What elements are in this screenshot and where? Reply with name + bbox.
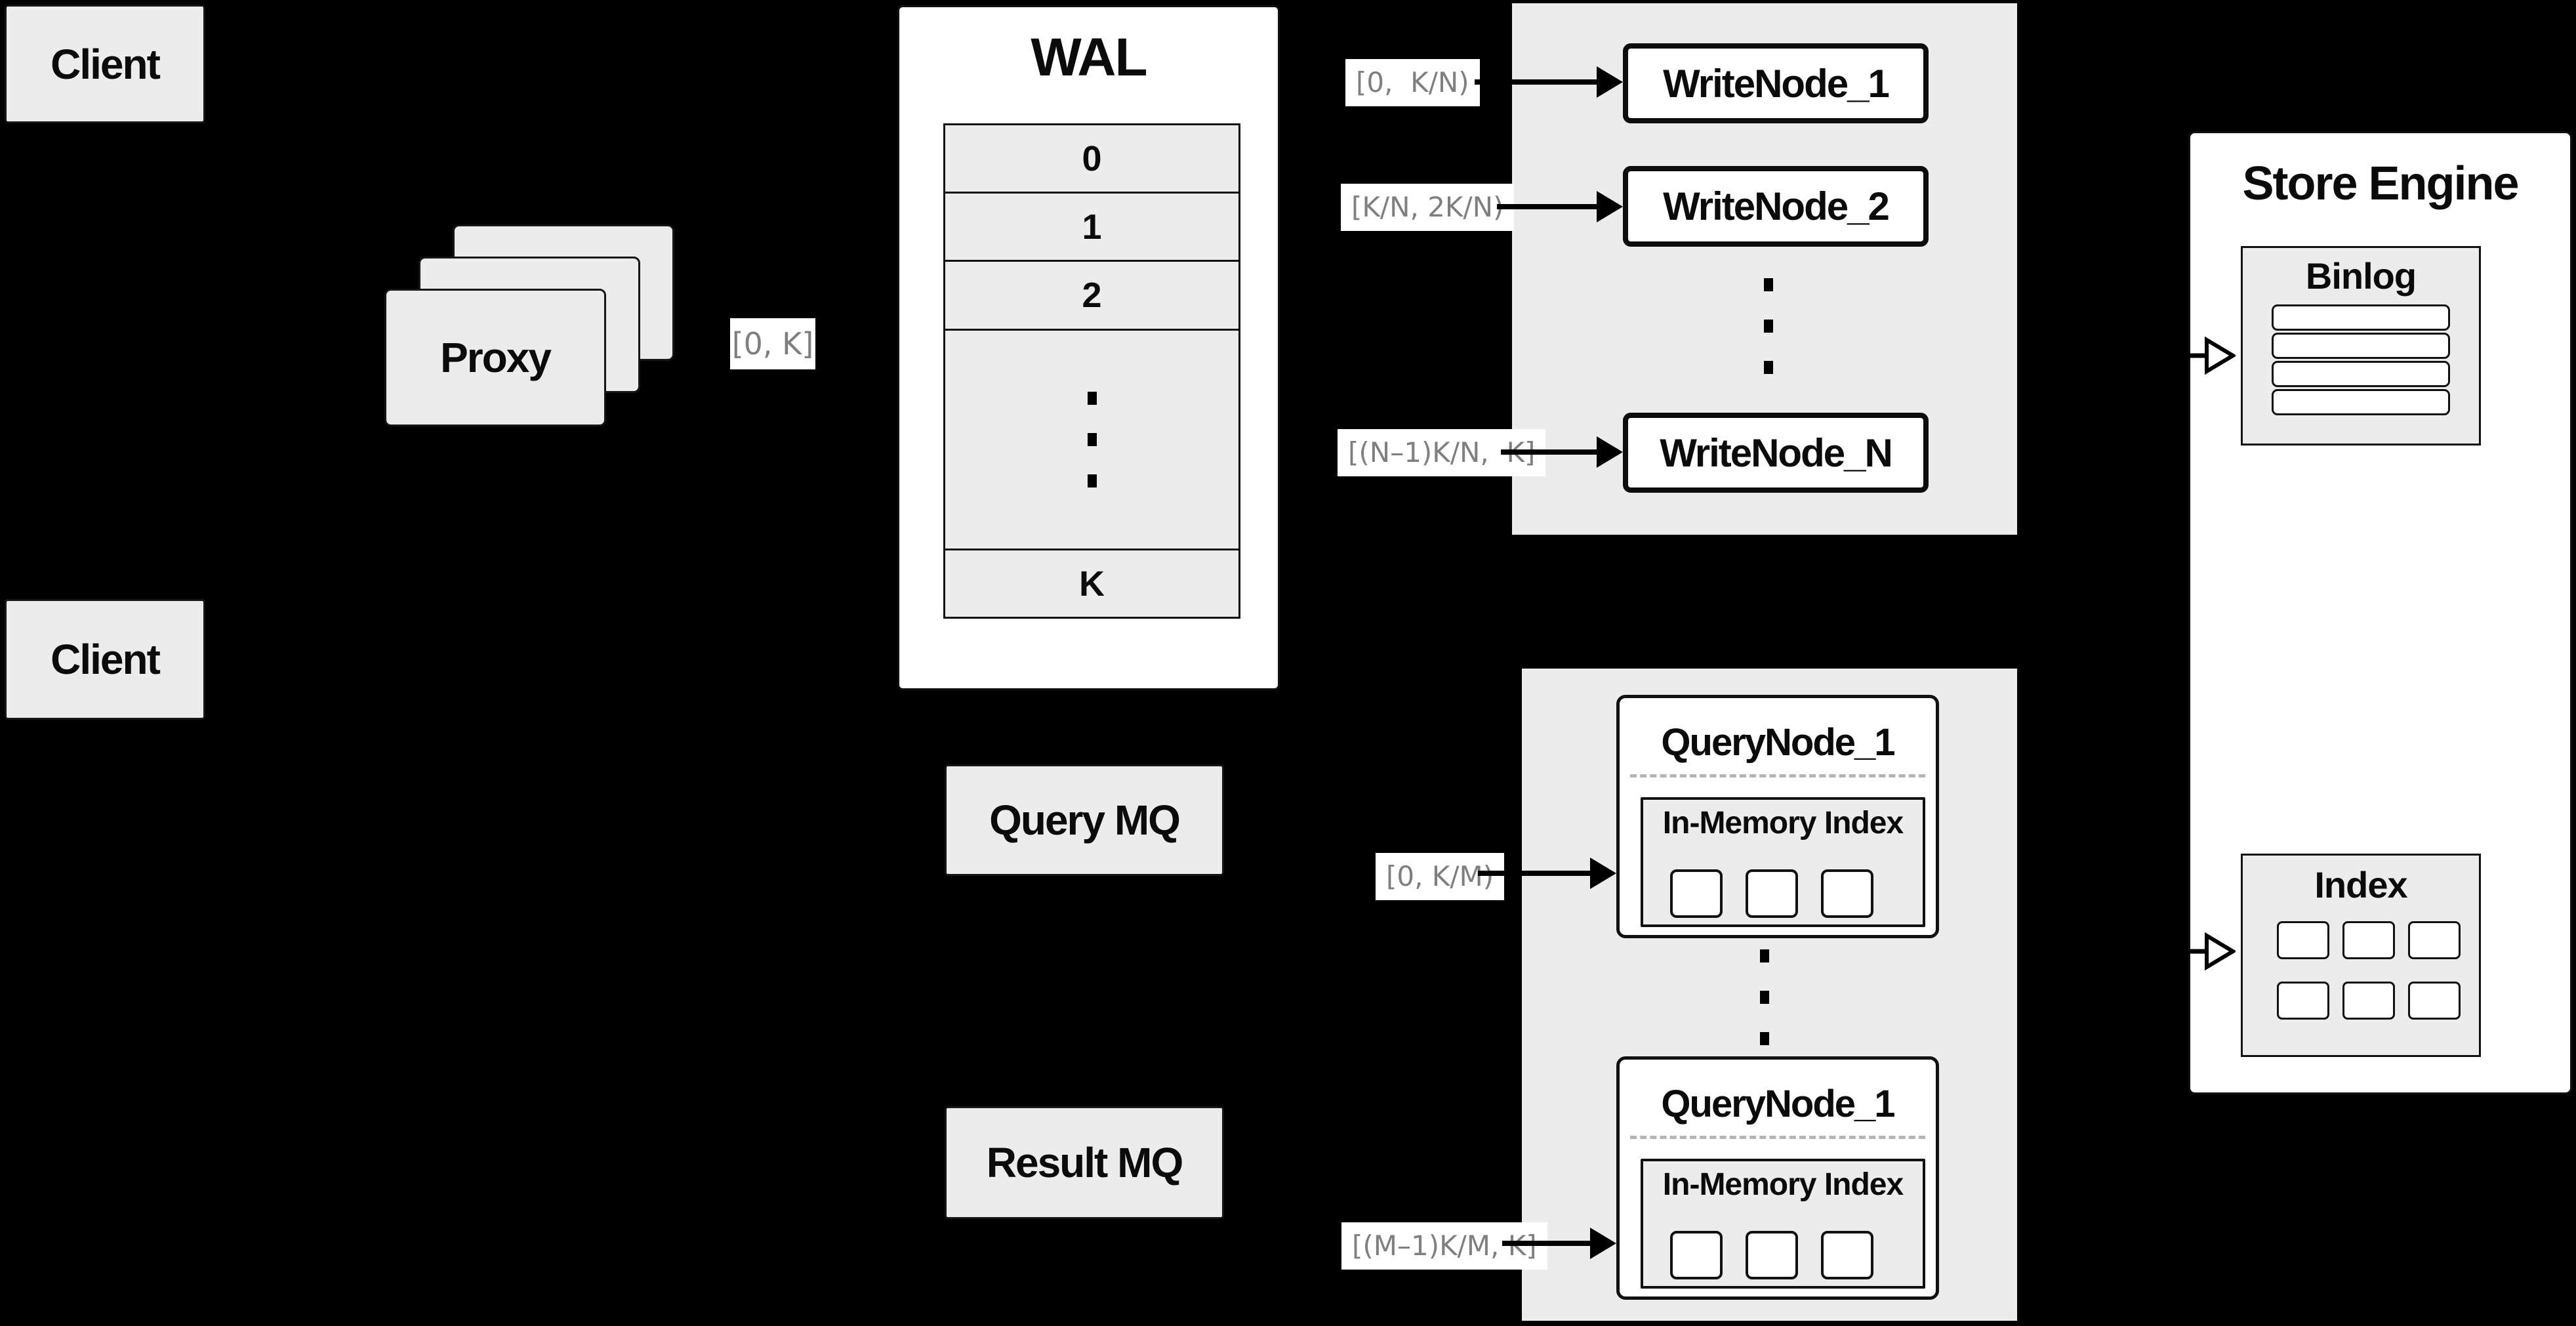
query-node-1-divider — [1630, 774, 1925, 777]
store-engine-title: Store Engine — [2242, 157, 2519, 210]
binlog-box: Binlog — [2241, 246, 2481, 445]
write-node-1-label: WriteNode_1 — [1663, 61, 1890, 106]
binlog-row — [2272, 333, 2450, 359]
query-mq-box: Query MQ — [945, 764, 1224, 876]
in-memory-index-box: In-Memory Index — [1641, 797, 1925, 927]
arrow-to-index-icon — [2153, 932, 2236, 971]
wal-segment-table: 0 1 2 K — [943, 123, 1240, 619]
proxy-range-label: [0, K] — [730, 318, 815, 369]
index-box: Index — [2241, 854, 2481, 1057]
write-node-2: WriteNode_2 — [1623, 166, 1929, 247]
write-ellipsis-dots-icon — [1764, 278, 1773, 374]
write-range-label-1: [0, K/N) — [1345, 59, 1480, 106]
binlog-row — [2272, 389, 2450, 415]
write-node-1: WriteNode_1 — [1623, 43, 1929, 123]
write-node-n: WriteNode_N — [1623, 413, 1929, 493]
write-node-2-label: WriteNode_2 — [1663, 184, 1890, 228]
query-mq-label: Query MQ — [989, 797, 1181, 844]
query-ellipsis-dots-icon — [1760, 949, 1769, 1045]
in-memory-index-title: In-Memory Index — [1662, 806, 1904, 840]
client-box-top: Client — [5, 5, 205, 123]
index-cell — [2277, 921, 2329, 959]
query-node-2-title: QueryNode_1 — [1661, 1083, 1895, 1125]
wal-ellipsis-row — [943, 329, 1240, 550]
client-box-bottom: Client — [5, 599, 205, 720]
query-node-1-title: QueryNode_1 — [1661, 721, 1895, 764]
memory-chunk — [1821, 869, 1873, 918]
wal-segment-row: 1 — [943, 192, 1240, 262]
wal-segment-row: 0 — [943, 123, 1240, 194]
result-mq-box: Result MQ — [945, 1106, 1224, 1219]
index-cell — [2342, 921, 2395, 959]
proxy-card-front: Proxy — [384, 289, 606, 426]
in-memory-index-title: In-Memory Index — [1662, 1167, 1904, 1202]
client-bottom-label: Client — [51, 636, 161, 683]
index-cell — [2277, 982, 2329, 1020]
memory-chunk — [1670, 869, 1723, 918]
binlog-row — [2272, 361, 2450, 387]
arrow-to-querynode-2-icon — [1502, 1228, 1616, 1259]
arrow-to-binlog-icon — [2153, 336, 2236, 375]
memory-chunk — [1821, 1231, 1873, 1279]
ellipsis-dots-icon — [1087, 392, 1097, 487]
arrow-to-querynode-1-icon — [1478, 858, 1616, 889]
binlog-title: Binlog — [2305, 255, 2417, 297]
query-node-2: QueryNode_1 In-Memory Index — [1616, 1056, 1939, 1300]
proxy-label: Proxy — [440, 334, 552, 381]
index-cell — [2408, 921, 2461, 959]
write-range-label-2: [K/N, 2K/N) — [1341, 184, 1515, 231]
index-cell — [2342, 982, 2395, 1020]
store-engine-panel: Store Engine Binlog Index — [2188, 131, 2572, 1094]
arrow-to-writenode-2-icon — [1497, 191, 1623, 222]
wal-title: WAL — [1031, 28, 1147, 87]
wal-segment-row: K — [943, 549, 1240, 619]
query-node-2-divider — [1630, 1136, 1925, 1139]
index-title: Index — [2314, 864, 2407, 905]
arrow-to-writenode-n-icon — [1501, 436, 1623, 468]
binlog-rows — [2272, 304, 2450, 417]
query-range-label-1: [0, K/M) — [1376, 853, 1505, 900]
binlog-row — [2272, 304, 2450, 331]
client-top-label: Client — [51, 40, 161, 88]
arrow-to-writenode-1-icon — [1475, 66, 1623, 98]
memory-chunk — [1746, 869, 1798, 918]
in-memory-index-box: In-Memory Index — [1641, 1159, 1925, 1289]
query-node-1: QueryNode_1 In-Memory Index — [1616, 695, 1939, 938]
result-mq-label: Result MQ — [986, 1139, 1183, 1186]
index-cell — [2408, 982, 2461, 1020]
wal-panel: WAL 0 1 2 K — [897, 5, 1280, 690]
memory-chunk — [1746, 1231, 1798, 1279]
wal-segment-row: 2 — [943, 260, 1240, 331]
write-node-n-label: WriteNode_N — [1660, 430, 1893, 475]
memory-chunk — [1670, 1231, 1723, 1279]
